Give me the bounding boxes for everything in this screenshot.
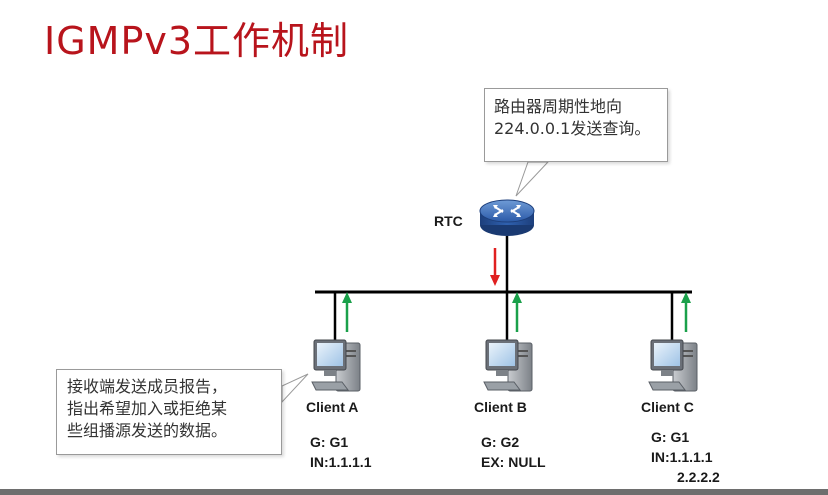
router-callout-line-1: 路由器周期性地向 <box>494 97 623 116</box>
client-c-group: G: G1 <box>651 429 690 445</box>
client-b-label: Client B <box>474 399 527 415</box>
page-title: IGMPv3工作机制 <box>44 19 350 63</box>
client-callout-line-1: 接收端发送成员报告， <box>67 377 228 396</box>
router-icon <box>479 199 535 236</box>
client-a-group: G: G1 <box>310 434 349 450</box>
client-c-label: Client C <box>641 399 694 415</box>
client-a-info: G: G1 IN:1.1.1.1 <box>310 432 371 472</box>
client-callout-pointer <box>281 373 309 404</box>
router-label: RTC <box>434 213 463 229</box>
router-callout-line-2: 224.0.0.1发送查询。 <box>494 119 651 138</box>
client-a-filter: IN:1.1.1.1 <box>310 454 372 470</box>
report-arrow-a <box>342 292 352 332</box>
client-b-info: G: G2 EX: NULL <box>481 432 546 472</box>
client-b-group: G: G2 <box>481 434 520 450</box>
client-c-info: G: G1 IN:1.1.1.1 2.2.2.2 <box>651 427 720 487</box>
client-b-filter: EX: NULL <box>481 454 546 470</box>
router-callout-pointer <box>515 161 550 197</box>
report-arrow-c <box>681 292 691 332</box>
client-c-filter-extra: 2.2.2.2 <box>677 469 720 485</box>
client-callout-line-3: 些组播源发送的数据。 <box>67 421 228 440</box>
client-c-computer-icon <box>648 339 698 392</box>
router-query-callout: 路由器周期性地向 224.0.0.1发送查询。 <box>484 88 668 162</box>
client-c-filter: IN:1.1.1.1 <box>651 449 713 465</box>
client-a-computer-icon <box>311 339 361 392</box>
client-a-label: Client A <box>306 399 359 415</box>
client-report-callout: 接收端发送成员报告， 指出希望加入或拒绝某 些组播源发送的数据。 <box>56 369 282 455</box>
query-arrow <box>490 248 500 286</box>
report-arrow-b <box>512 292 522 332</box>
client-b-computer-icon <box>483 339 533 392</box>
client-callout-line-2: 指出希望加入或拒绝某 <box>67 399 228 418</box>
footer-bar <box>0 489 828 495</box>
